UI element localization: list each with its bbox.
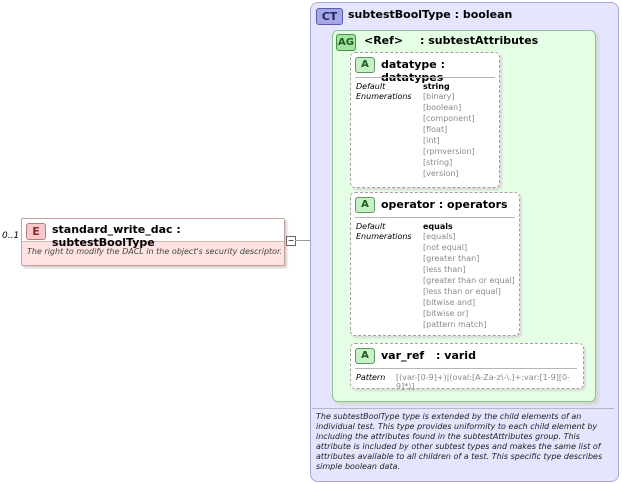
attribute-group-ref-label: <Ref> (364, 34, 404, 47)
attribute-badge-icon: A (355, 348, 375, 364)
default-label: Default (356, 82, 386, 91)
default-value: string (423, 82, 450, 91)
enumeration-item: [int] (423, 136, 440, 145)
attribute-name: datatype (381, 58, 437, 71)
attribute-var-ref[interactable]: A var_ref : varid Pattern [(var-[0-9]+)|… (350, 343, 584, 391)
element-name: standard_write_dac (52, 223, 173, 236)
complex-type-name: subtestBoolType (348, 8, 451, 21)
enumeration-item: [rpmversion] (423, 147, 475, 156)
attribute-datatype[interactable]: A datatype : datatypes Default string En… (350, 52, 500, 188)
element-documentation: The right to modify the DACL in the obje… (27, 247, 283, 256)
enumeration-item: [greater than or equal] (423, 276, 515, 285)
attribute-type: : varid (436, 349, 476, 362)
enumeration-item: [bitwise or] (423, 309, 469, 318)
complex-type-badge-icon: CT (316, 8, 343, 25)
attribute-name: var_ref (381, 349, 425, 362)
enumeration-item: [version] (423, 169, 459, 178)
attribute-divider (355, 77, 495, 78)
connector-line (295, 240, 310, 241)
attribute-type: : operators (438, 198, 508, 211)
enumeration-item: [equals] (423, 232, 456, 241)
enumeration-item: [greater than] (423, 254, 480, 263)
element-node[interactable]: E standard_write_dac : subtestBoolType T… (21, 218, 285, 266)
pattern-label: Pattern (356, 373, 386, 382)
complex-type-base: boolean (462, 8, 513, 21)
attribute-title: var_ref : varid (381, 349, 476, 362)
enumerations-label: Enumerations (356, 232, 412, 241)
element-title: standard_write_dac : subtestBoolType (52, 223, 284, 249)
enumeration-item: [bitwise and] (423, 298, 476, 307)
attribute-divider (355, 368, 577, 369)
complex-type-title[interactable]: subtestBoolType : boolean (348, 8, 512, 21)
documentation-divider (312, 408, 614, 409)
enumeration-item: [not equal] (423, 243, 468, 252)
attribute-group-badge-icon: AG (336, 34, 356, 51)
attribute-operator[interactable]: A operator : operators Default equals En… (350, 192, 520, 336)
enumeration-item: [boolean] (423, 103, 462, 112)
enumeration-item: [string] (423, 158, 453, 167)
enumeration-item: [component] (423, 114, 475, 123)
enumeration-item: [float] (423, 125, 448, 134)
attribute-group-name[interactable]: : subtestAttributes (420, 34, 539, 47)
attribute-badge-icon: A (355, 57, 375, 73)
complex-type-documentation: The subtestBoolType type is extended by … (316, 412, 603, 471)
complex-type-separator: : (454, 8, 459, 21)
collapse-toggle-icon[interactable]: − (286, 236, 296, 246)
attribute-title: operator : operators (381, 198, 508, 211)
attribute-title: datatype : datatypes (381, 58, 499, 84)
enumeration-item: [pattern match] (423, 320, 487, 329)
element-header: E standard_write_dac : subtestBoolType (22, 219, 284, 249)
attribute-badge-icon: A (355, 197, 375, 213)
element-type-separator: : (176, 223, 181, 236)
default-value: equals (423, 222, 453, 231)
enumeration-item: [binary] (423, 92, 455, 101)
cardinality-label: 0..1 (2, 231, 20, 241)
attribute-divider (355, 217, 515, 218)
attribute-name: operator (381, 198, 435, 211)
element-badge-icon: E (26, 223, 46, 240)
default-label: Default (356, 222, 386, 231)
enumeration-item: [less than or equal] (423, 287, 501, 296)
enumeration-item: [less than] (423, 265, 466, 274)
enumerations-label: Enumerations (356, 92, 412, 101)
pattern-value: [(var-[0-9]+)|(oval:[A-Za-z\-\.]+:var:[1… (396, 373, 570, 391)
element-type: subtestBoolType (52, 236, 155, 249)
